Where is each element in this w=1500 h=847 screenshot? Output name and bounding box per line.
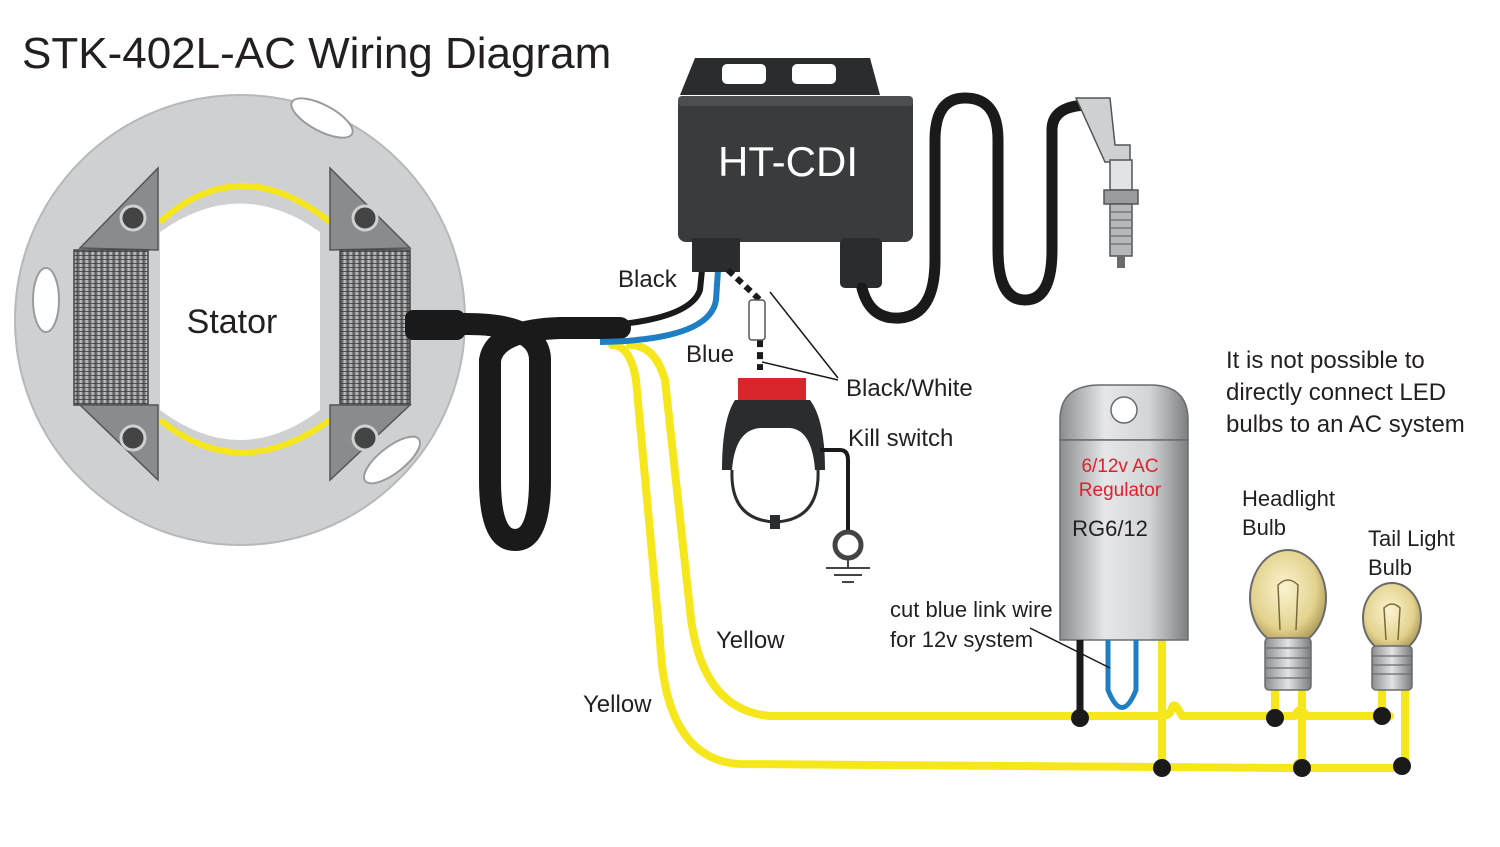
blue-wire-label: Blue [686,341,734,368]
kill-switch-clamp [730,469,820,524]
taillight-bulb [1362,582,1422,691]
kill-switch [722,378,825,529]
regulator: 6/12v AC Regulator RG6/12 [1059,384,1189,641]
junction-headlight-right [1293,759,1311,777]
stator-slot-top [290,97,354,139]
junction-regulator-yellow [1153,759,1171,777]
kill-switch-label: Kill switch [848,425,953,452]
right-coil [339,249,411,406]
kill-switch-tab [770,515,780,529]
black-white-wire-label: Black/White [846,375,973,402]
right-pole-screw-bottom [351,424,379,452]
taillight-glass [1362,582,1422,654]
kill-switch-ground-wire [820,448,850,530]
black-wire-label: Black [618,266,678,293]
junction-dots [1071,707,1411,777]
taillight-base [1371,645,1413,691]
cdi-mount-bracket [680,58,880,95]
black-white-pointers [761,291,839,381]
taillight-label-line1: Tail Light [1368,526,1455,551]
headlight-filament [1277,579,1299,631]
cut-link-note-line1: cut blue link wire [890,597,1053,622]
cdi-wire-terminal [692,238,740,272]
stator-winding-top [157,183,332,225]
left-pole-screw-bottom [119,424,147,452]
headlight-label-line2: Bulb [1242,515,1286,540]
cdi-mount-hole-right [792,64,836,84]
led-note-line3: bulbs to an AC system [1226,411,1465,438]
regulator-model: RG6/12 [1072,516,1148,541]
regulator-blue-link [1105,640,1139,710]
spark-plug-hex [1103,189,1139,205]
led-note-line1: It is not possible to [1226,347,1425,374]
stator-slot-bottom [363,435,421,485]
cdi-top-face [678,96,913,106]
blue-wire [599,269,721,345]
stator-slot-left [32,267,60,333]
stator-center-hole [160,203,320,440]
junction-headlight-left [1266,709,1284,727]
headlight-bulb [1249,549,1327,691]
kill-switch-button [738,378,806,400]
kill-switch-connector [748,299,766,341]
yellow-wire-upper-label: Yellow [716,627,785,654]
spark-plug-electrode [1117,256,1125,268]
taillight-label-line2: Bulb [1368,555,1412,580]
stator-winding-bottom [158,417,332,456]
left-pole-bottom-shoe [78,404,159,482]
black-white-wire [725,267,763,370]
cdi-label: HT-CDI [718,138,858,185]
junction-taillight-left [1373,707,1391,725]
headlight-glass [1249,549,1327,647]
cdi-mount-hole-left [722,64,766,84]
headlight-base [1264,637,1312,691]
cut-link-note-line2: for 12v system [890,627,1033,652]
black-wire [599,269,705,329]
stator [14,94,466,546]
left-coil [73,249,149,406]
yellow-wire-lower-label: Yellow [583,691,652,718]
spark-plug-ceramic [1109,159,1133,191]
junction-regulator-black [1071,709,1089,727]
stator-harness-loop [429,313,631,552]
stator-label: Stator [187,303,278,341]
ground-symbol [826,558,870,583]
ht-cdi: HT-CDI [678,58,913,288]
regulator-body [1059,439,1189,641]
cdi-body [678,96,913,242]
spark-plug-cap [1074,97,1131,163]
regulator-mount-hole [1110,396,1138,424]
ht-lead [856,92,1096,324]
taillight-filament [1383,603,1401,641]
headlight-label-line1: Headlight [1242,486,1335,511]
cdi-hv-boot [840,238,882,288]
left-pole-screw-top [119,204,147,232]
cut-link-pointer [1029,627,1111,669]
kill-switch-housing [722,400,825,470]
ground-ring-terminal [832,529,864,561]
spark-plug [1074,97,1139,268]
junction-taillight-right [1393,757,1411,775]
regulator-label-line2: Regulator [1079,480,1162,501]
led-note-line2: directly connect LED [1226,379,1446,406]
diagram-title: STK-402L-AC Wiring Diagram [22,29,611,78]
regulator-label-line1: 6/12v AC [1081,456,1158,477]
right-pole-screw-top [351,204,379,232]
